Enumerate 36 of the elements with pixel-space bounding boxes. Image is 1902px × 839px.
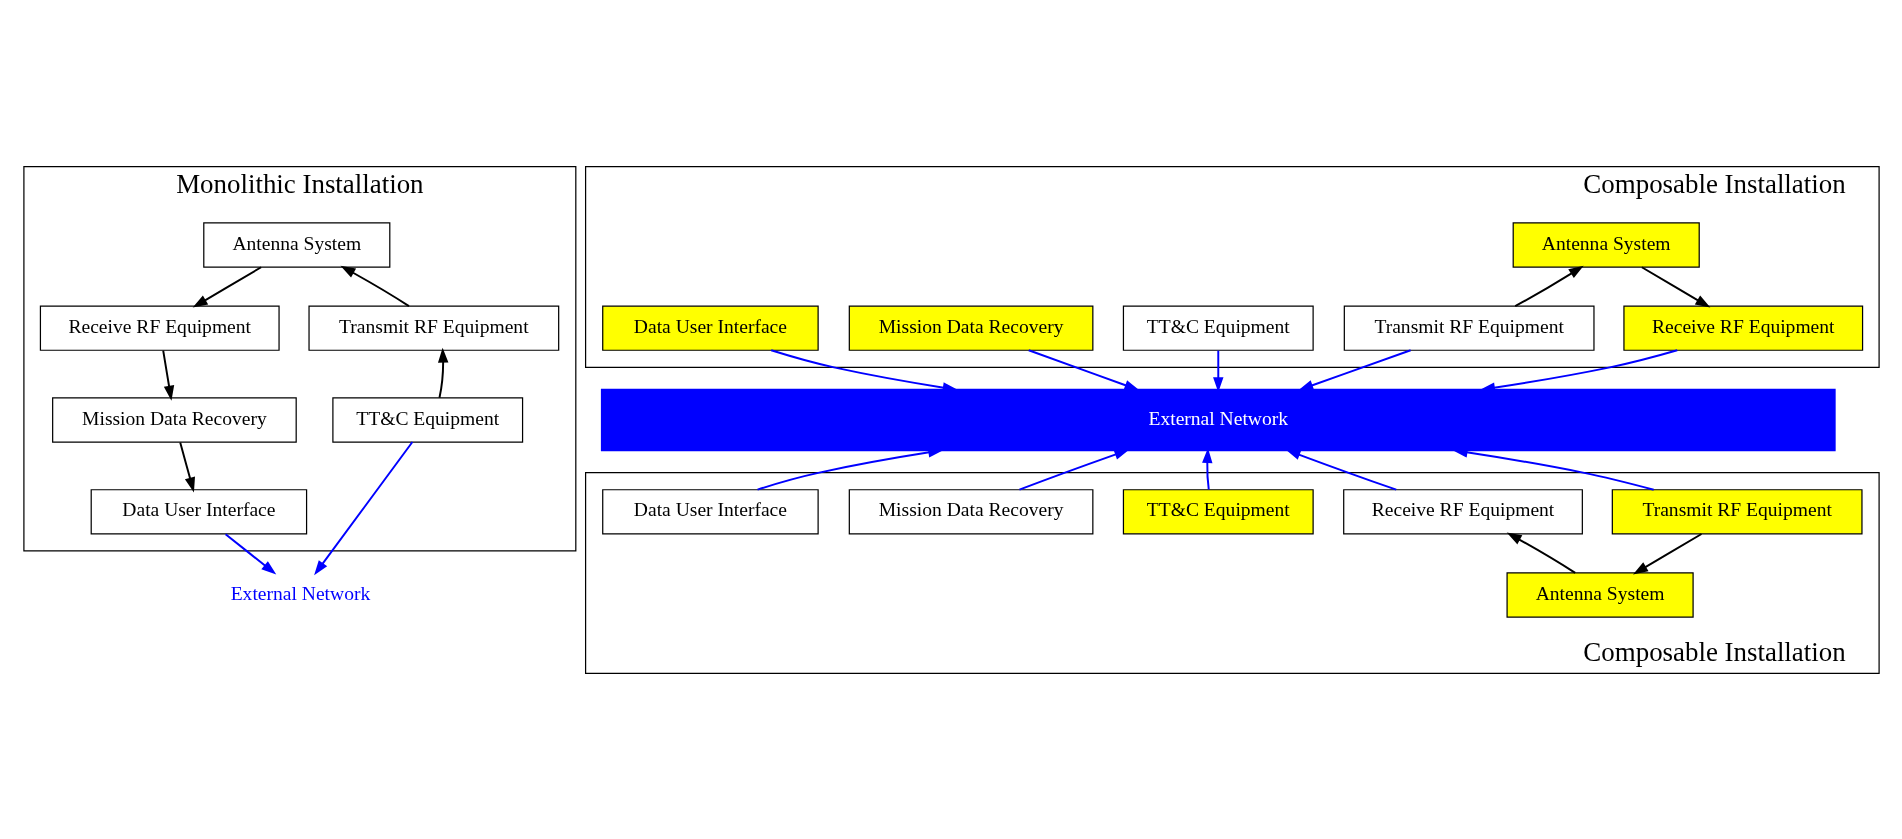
node-box: Data User Interface xyxy=(601,305,819,351)
node-box: Receive RF Equipment xyxy=(39,305,280,351)
arrow xyxy=(161,349,174,401)
node-text: External Network xyxy=(230,582,370,604)
arrow xyxy=(313,440,413,575)
arrow xyxy=(1212,349,1223,392)
arrow xyxy=(1027,348,1139,390)
node-box: TT&C Equipment xyxy=(1122,305,1314,351)
arrow xyxy=(1285,449,1397,491)
arrow xyxy=(1640,265,1710,308)
arrow xyxy=(1017,449,1129,491)
arrow xyxy=(192,265,262,308)
node-box: Receive RF Equipment xyxy=(1622,305,1863,351)
arrow xyxy=(437,347,448,399)
node-box: Antenna System xyxy=(202,221,390,268)
arrow xyxy=(1297,348,1412,390)
node-box: Transmit RF Equipment xyxy=(1611,488,1863,534)
node-box: Transmit RF Equipment xyxy=(307,305,559,351)
node-box: Data User Interface xyxy=(90,488,307,534)
node-box: Transmit RF Equipment xyxy=(1343,305,1595,351)
node-box: Data User Interface xyxy=(601,488,819,534)
node-box: Mission Data Recovery xyxy=(848,488,1093,534)
arrow xyxy=(178,440,195,492)
node-box: Mission Data Recovery xyxy=(848,305,1093,351)
node-box: TT&C Equipment xyxy=(1122,488,1314,534)
arrow xyxy=(224,532,276,575)
node-box: Antenna System xyxy=(1505,571,1694,618)
node-box: Receive RF Equipment xyxy=(1342,488,1583,534)
node-box: External Network xyxy=(600,388,1836,451)
arrow xyxy=(1506,532,1576,574)
node-box: Antenna System xyxy=(1512,221,1700,268)
arrow xyxy=(1632,532,1702,574)
arrow xyxy=(339,265,410,307)
node-box: Mission Data Recovery xyxy=(51,396,297,443)
arrow xyxy=(1513,265,1584,307)
node-box: TT&C Equipment xyxy=(331,396,523,443)
